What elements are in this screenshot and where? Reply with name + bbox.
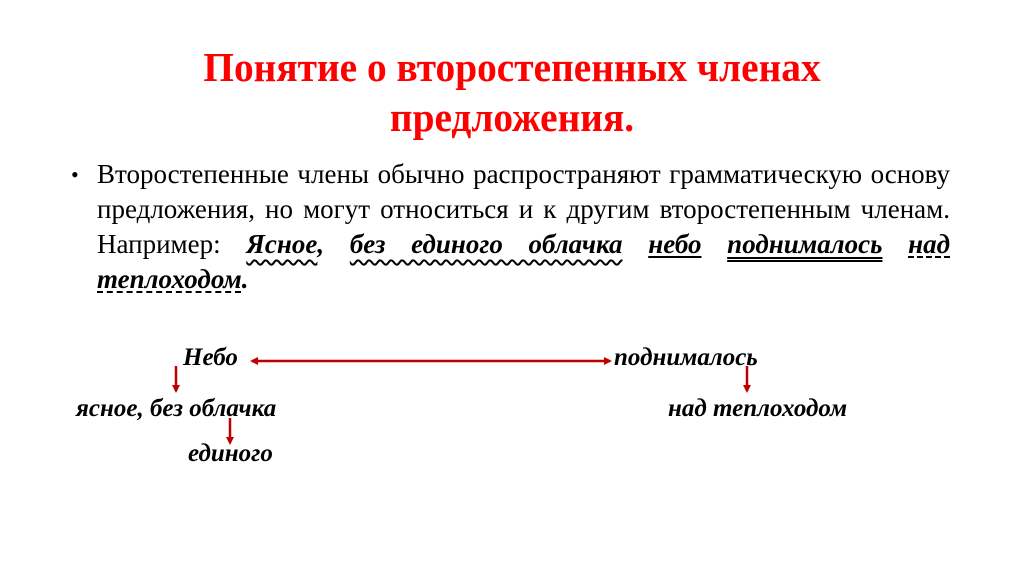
paragraph-text: Второстепенные члены обычно распространя… bbox=[73, 157, 950, 297]
title-line-2: предложения. bbox=[389, 94, 635, 140]
paragraph-intro: Второстепенные члены обычно распространя… bbox=[97, 159, 950, 259]
example-definition-bez-oblachka: без единого облачка bbox=[349, 229, 623, 259]
example-period: . bbox=[241, 264, 249, 294]
example-predicate: поднималось bbox=[727, 229, 883, 259]
diagram-predicate: поднималось bbox=[614, 344, 758, 371]
diagram-subject-dependents: ясное, без облачка bbox=[76, 395, 277, 422]
diagram-predicate-dependent: над теплоходом bbox=[668, 395, 848, 422]
bullet-icon: • bbox=[71, 162, 79, 187]
diagram-nested-dependent: единого bbox=[188, 440, 273, 467]
slide-title: Понятие о второстепенных членах предложе… bbox=[20, 42, 1003, 142]
example-circumstance: над теплоходом bbox=[97, 229, 951, 294]
example-comma: , bbox=[317, 229, 350, 259]
example-subject: небо bbox=[648, 229, 702, 259]
bullet-paragraph: • Второстепенные члены обычно распростра… bbox=[71, 157, 950, 297]
title-line-1: Понятие о второстепенных членах bbox=[203, 44, 821, 90]
diagram-subject: Небо bbox=[183, 344, 238, 371]
example-definition-yasnoe: Ясное bbox=[246, 229, 318, 259]
